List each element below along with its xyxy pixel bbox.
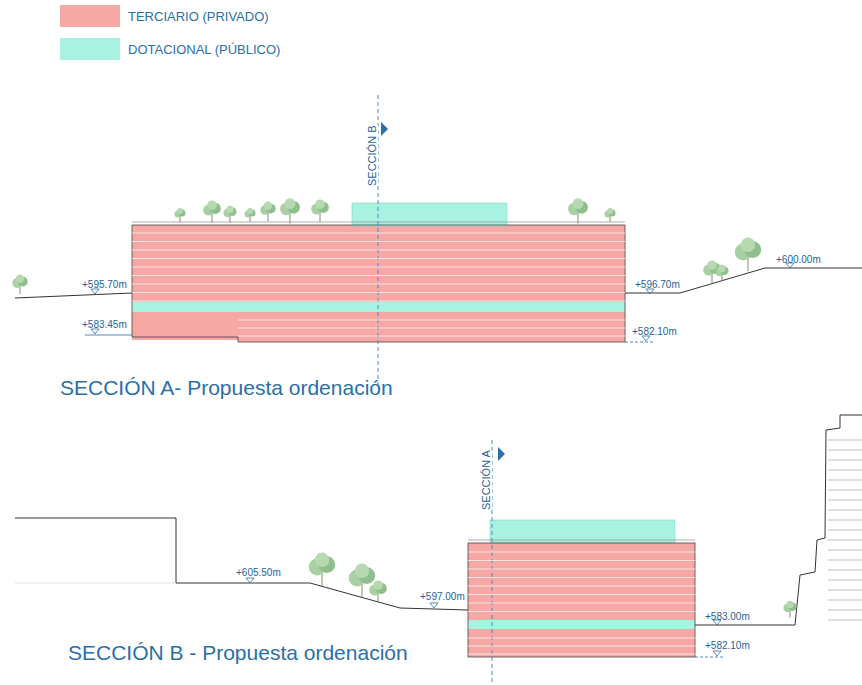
facade-line [828,480,862,481]
ground-line [15,518,468,610]
tree [605,208,616,222]
section-title: SECCIÓN B - Propuesta ordenación [68,641,408,664]
elevation: +597.00m [420,591,465,602]
ground-line [15,293,132,298]
facade-line [828,490,862,491]
floor-line [238,328,625,329]
level-line [85,335,132,336]
tertiary-block [468,543,695,657]
roof-line [468,540,695,541]
facade-line [828,460,862,461]
tree [260,202,275,222]
tree [735,238,761,272]
tree [311,199,329,221]
building-outline [468,543,695,657]
section-tag: SECCIÓN B [366,125,378,186]
elevation: +596.70m [635,279,680,290]
tree [783,601,796,618]
floor-line [468,646,695,647]
facade-line [828,570,862,571]
elevation: +582.10m [705,640,750,651]
facade-line [828,550,862,551]
facade-line [828,500,862,501]
floor-line [132,267,625,268]
tree [12,275,27,295]
floor-line [468,603,695,604]
floor-line [468,638,695,639]
ground-line [625,268,862,293]
trees [12,198,796,617]
elevation: +595.70m [82,279,127,290]
tree [309,553,335,587]
tree [203,200,221,222]
elevation: +605.50m [236,567,281,578]
floor-line [468,552,695,553]
facade-line [828,600,862,601]
facade-line [828,560,862,561]
neighbour-building [695,415,862,625]
section-title: SECCIÓN A- Propuesta ordenación [60,376,393,399]
level-markers [91,263,794,656]
floor-line [238,336,625,337]
level-marker [246,578,254,583]
legend-text: TERCIARIO (PRIVADO) [128,9,269,24]
public-block [490,520,675,543]
floor-line [132,233,625,234]
facade-line [828,510,862,511]
floor-line [468,586,695,587]
floor-line [468,560,695,561]
tree [245,208,256,222]
facade-line [828,440,862,441]
facade-line [828,580,862,581]
floor-line [468,611,695,612]
legend-swatch [60,38,120,60]
level-marker [713,651,721,656]
facade-line [828,530,862,531]
tertiary-block [238,312,625,342]
tree [175,208,186,222]
floor-line [238,320,625,321]
section-tag: SECCIÓN A [480,450,492,510]
level-marker [430,603,438,608]
floor-lines [132,233,862,654]
floor-line [468,577,695,578]
floor-line [468,594,695,595]
elevation: +600.00m [776,254,821,265]
facade-line [828,520,862,521]
public-band [468,620,695,629]
public-block [352,203,507,226]
legend-text: DOTACIONAL (PÚBLICO) [128,42,280,57]
floor-line [132,258,625,259]
section-arrow [381,122,388,136]
tree [280,198,300,223]
facade-line [828,540,862,541]
facade-line [828,470,862,471]
tree [715,265,728,282]
floor-line [132,275,625,276]
tree [568,198,588,223]
floor-line [468,569,695,570]
elevation: +583.00m [705,611,750,622]
facade-line [828,590,862,591]
floor-line [468,654,695,655]
legend-swatch [60,5,120,27]
floor-line [132,284,625,285]
level-line [695,657,725,658]
elevation: +582.10m [632,326,677,337]
tree [369,580,387,602]
tree [223,206,236,223]
facade-line [828,620,862,621]
floor-line [132,241,625,242]
facade-line [828,610,862,611]
elevation: +583.45m [82,319,127,330]
section-arrow [498,447,505,461]
floor-line [132,250,625,251]
facade-line [828,450,862,451]
level-line [625,342,655,343]
floor-line [132,301,625,302]
ground-line [15,583,176,584]
floor-line [132,292,625,293]
